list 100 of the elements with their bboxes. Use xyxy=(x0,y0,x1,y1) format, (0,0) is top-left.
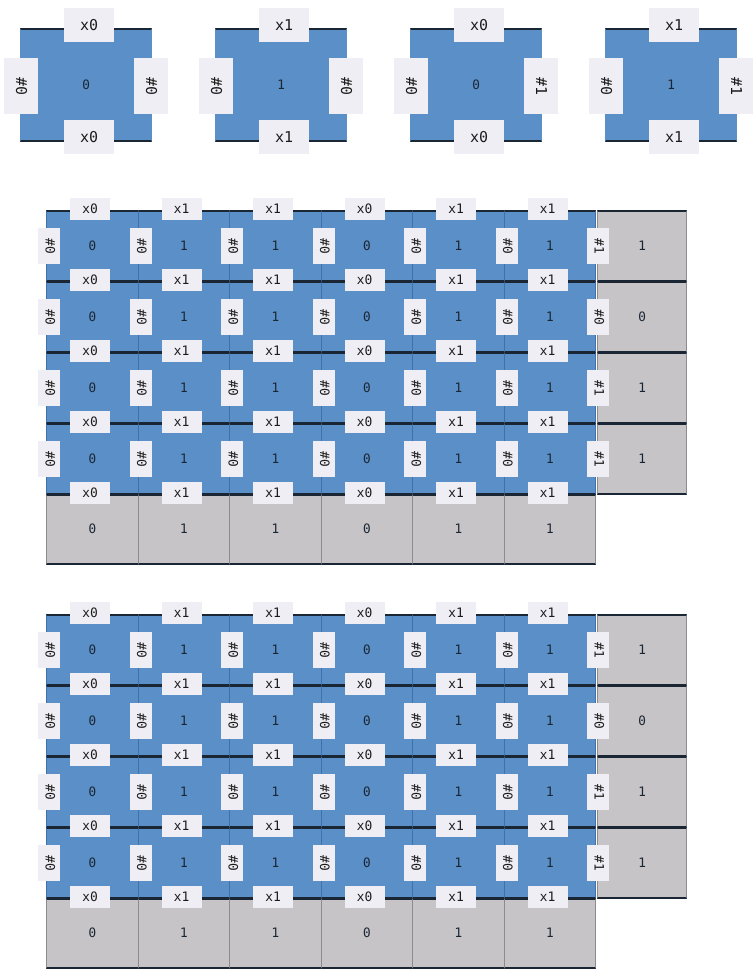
glue-label: #0 xyxy=(587,299,609,335)
glue-label: x1 xyxy=(649,8,699,42)
glue-label: #0 xyxy=(404,370,426,406)
glue-label: #0 xyxy=(404,845,426,881)
glue-label: #0 xyxy=(312,370,334,406)
glue-label: x0 xyxy=(344,411,384,433)
glue-label: x0 xyxy=(64,8,114,42)
glue-label: x0 xyxy=(454,120,504,154)
glue-label: #0 xyxy=(134,58,168,114)
glue-label: x1 xyxy=(436,815,476,837)
glue-label: #0 xyxy=(38,441,60,477)
glue-label: x1 xyxy=(649,120,699,154)
glue-label: #0 xyxy=(221,774,243,810)
glue-label: x1 xyxy=(162,198,202,220)
glue-label: #0 xyxy=(130,441,152,477)
glue-label: x0 xyxy=(344,198,384,220)
glue-label: #0 xyxy=(130,228,152,264)
glue-label: x1 xyxy=(253,815,293,837)
glue-label: #0 xyxy=(130,703,152,739)
glue-label: #0 xyxy=(130,632,152,668)
glue-label: #1 xyxy=(587,370,609,406)
glue-label: #0 xyxy=(312,228,334,264)
glue-label: x1 xyxy=(436,482,476,504)
glue-label: x1 xyxy=(162,673,202,695)
glue-label: #0 xyxy=(4,58,38,114)
glue-label: x1 xyxy=(162,602,202,624)
glue-label: #1 xyxy=(719,58,753,114)
glue-label: x0 xyxy=(64,120,114,154)
glue-label: x1 xyxy=(528,673,568,695)
glue-label: #0 xyxy=(394,58,428,114)
glue-label: x1 xyxy=(162,815,202,837)
glue-label: #0 xyxy=(404,299,426,335)
glue-label: x1 xyxy=(162,886,202,908)
glue-label: x1 xyxy=(528,482,568,504)
glue-label: #0 xyxy=(130,845,152,881)
glue-label: x1 xyxy=(528,602,568,624)
glue-label: x0 xyxy=(70,482,110,504)
glue-label: #0 xyxy=(312,703,334,739)
glue-label: x0 xyxy=(70,411,110,433)
glue-label: #1 xyxy=(587,228,609,264)
glue-label: x1 xyxy=(436,886,476,908)
glue-label: x0 xyxy=(344,602,384,624)
glue-label: #1 xyxy=(587,632,609,668)
glue-label: x0 xyxy=(70,269,110,291)
glue-label: #0 xyxy=(312,845,334,881)
glue-label: #0 xyxy=(221,441,243,477)
glue-label: #0 xyxy=(221,228,243,264)
glue-label: x1 xyxy=(436,744,476,766)
glue-label: #0 xyxy=(221,299,243,335)
glue-label: #0 xyxy=(496,632,518,668)
glue-label: x1 xyxy=(253,602,293,624)
glue-label: #0 xyxy=(587,703,609,739)
glue-label: #0 xyxy=(404,774,426,810)
glue-label: #0 xyxy=(496,845,518,881)
glue-label: #0 xyxy=(312,774,334,810)
glue-label: x1 xyxy=(436,411,476,433)
glue-label: x1 xyxy=(162,340,202,362)
glue-label: #0 xyxy=(38,299,60,335)
glue-label: #0 xyxy=(496,441,518,477)
glue-label: x0 xyxy=(70,340,110,362)
glue-label: #0 xyxy=(130,299,152,335)
glue-label: x0 xyxy=(344,815,384,837)
glue-label: x0 xyxy=(344,673,384,695)
glue-label: #0 xyxy=(404,632,426,668)
glue-label: x1 xyxy=(528,340,568,362)
glue-label: x0 xyxy=(70,198,110,220)
glue-label: x1 xyxy=(253,886,293,908)
glue-label: #0 xyxy=(404,441,426,477)
glue-label: #0 xyxy=(312,441,334,477)
glue-label: #1 xyxy=(587,441,609,477)
glue-label: x1 xyxy=(162,411,202,433)
glue-label: #0 xyxy=(496,228,518,264)
glue-label: x1 xyxy=(528,744,568,766)
glue-label: x1 xyxy=(528,269,568,291)
glue-label: #0 xyxy=(38,845,60,881)
glue-label: #0 xyxy=(312,299,334,335)
glue-label: x1 xyxy=(253,340,293,362)
glue-label: x1 xyxy=(436,673,476,695)
glue-label: #0 xyxy=(221,845,243,881)
glue-label: #0 xyxy=(38,703,60,739)
glue-label: #0 xyxy=(589,58,623,114)
glue-label: #0 xyxy=(404,228,426,264)
glue-label: x0 xyxy=(344,482,384,504)
glue-label: x0 xyxy=(454,8,504,42)
glue-label: x1 xyxy=(162,482,202,504)
glue-label: x1 xyxy=(253,411,293,433)
glue-label: x0 xyxy=(344,269,384,291)
glue-label: x0 xyxy=(344,744,384,766)
glue-label: x1 xyxy=(436,198,476,220)
glue-label: x1 xyxy=(253,269,293,291)
glue-label: x1 xyxy=(253,482,293,504)
glue-label: x1 xyxy=(528,886,568,908)
glue-label: #0 xyxy=(329,58,363,114)
glue-label: x1 xyxy=(162,269,202,291)
glue-label: x1 xyxy=(253,673,293,695)
glue-label: x0 xyxy=(70,673,110,695)
glue-label: #1 xyxy=(587,774,609,810)
glue-label: #0 xyxy=(130,370,152,406)
glue-label: x1 xyxy=(259,120,309,154)
glue-label: #0 xyxy=(199,58,233,114)
